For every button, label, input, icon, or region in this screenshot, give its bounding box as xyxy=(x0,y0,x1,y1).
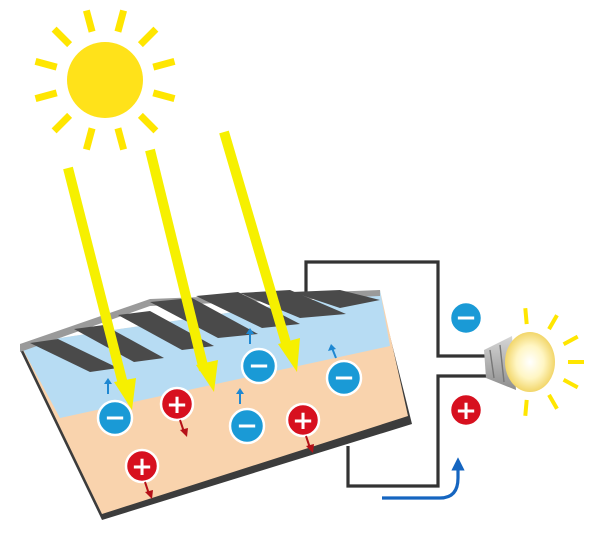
plus-icon xyxy=(159,386,195,422)
sun-disc xyxy=(67,42,143,118)
sun-ray xyxy=(51,26,73,48)
sun-ray xyxy=(152,58,176,71)
wire-bottom xyxy=(346,374,486,488)
bulb-ray xyxy=(523,308,529,325)
bulb-ray xyxy=(562,378,579,390)
bulb-ray xyxy=(547,393,559,410)
electron-carrier: − xyxy=(240,328,278,385)
hole-carrier: + xyxy=(159,386,195,437)
light-beam xyxy=(219,130,300,372)
electron-carrier: − xyxy=(325,344,363,397)
sun-ray xyxy=(137,112,159,134)
hole-sign: + xyxy=(131,452,153,482)
minus-icon xyxy=(325,359,363,397)
external-circuit xyxy=(304,260,486,488)
sun-ray xyxy=(51,112,73,134)
contact-finger xyxy=(240,290,346,318)
minus-icon xyxy=(228,407,266,445)
wire-top xyxy=(304,260,486,358)
sun-ray xyxy=(114,127,127,151)
bulb-ray xyxy=(523,399,529,416)
contact-finger xyxy=(74,325,164,362)
electron-sign: − xyxy=(333,363,355,393)
hole-sign: + xyxy=(292,406,314,436)
minus-icon xyxy=(240,347,278,385)
sun-ray xyxy=(83,9,96,33)
contact-finger xyxy=(118,311,214,350)
sun-icon xyxy=(34,9,176,151)
plus-icon xyxy=(448,392,484,428)
minus-icon xyxy=(96,399,134,437)
contact-fingers xyxy=(30,290,380,372)
sun-ray xyxy=(152,89,176,102)
contact-finger xyxy=(30,339,118,372)
plus-icon xyxy=(285,402,321,438)
sun-ray xyxy=(34,89,58,102)
hole-sign: + xyxy=(166,390,188,420)
sunlight-beams xyxy=(63,130,300,410)
circuit-electron: − xyxy=(448,300,484,336)
light-beam xyxy=(145,148,218,392)
sun-rays xyxy=(34,9,176,151)
contact-finger xyxy=(150,298,258,338)
sun-ray xyxy=(114,9,127,33)
bulb-light-rays xyxy=(523,308,584,416)
charge-carriers: − − − − + + xyxy=(96,328,363,499)
light-bulb-icon xyxy=(484,308,584,416)
light-beam xyxy=(63,166,136,410)
electron-sign: − xyxy=(236,411,258,441)
bulb-base-thread xyxy=(489,349,495,379)
electron-sign: − xyxy=(455,303,477,333)
electron-sign: − xyxy=(104,403,126,433)
bulb-ray xyxy=(547,314,559,331)
contact-finger xyxy=(292,290,380,308)
bulb-glass xyxy=(505,332,555,392)
circuit-hole: + xyxy=(448,392,484,428)
electron-carrier: − xyxy=(96,378,134,437)
bulb-ray xyxy=(562,334,579,346)
hole-sign: + xyxy=(455,396,477,426)
electron-carrier: − xyxy=(228,388,266,445)
hole-carrier: + xyxy=(285,402,321,453)
sun-ray xyxy=(83,127,96,151)
plus-icon xyxy=(124,448,160,484)
electron-sign: − xyxy=(248,351,270,381)
hole-carrier: + xyxy=(124,448,160,499)
sun-ray xyxy=(137,26,159,48)
sun-ray xyxy=(34,58,58,71)
minus-icon xyxy=(448,300,484,336)
current-flow-arrow xyxy=(382,457,465,500)
bulb-base-thread xyxy=(499,344,505,383)
